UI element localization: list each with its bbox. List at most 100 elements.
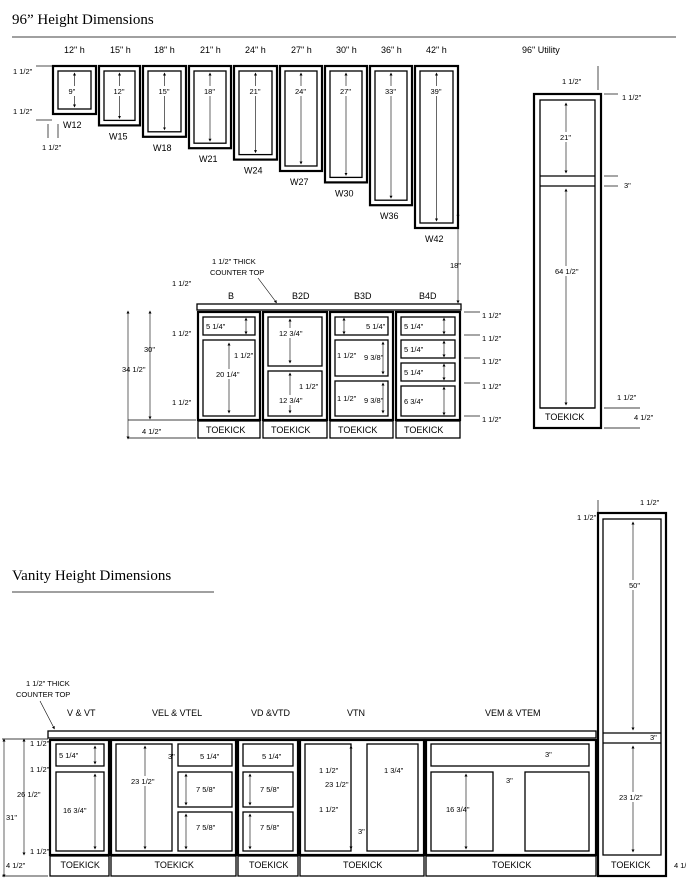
linen-label-bg xyxy=(628,580,644,590)
vd-d1 xyxy=(242,743,294,767)
b4d-dim: 6 3/4" xyxy=(404,397,424,406)
wall-label-bg xyxy=(428,86,445,96)
wall-label-bg xyxy=(293,86,309,96)
b2d-bottom-dim: 12 3/4" xyxy=(279,396,303,405)
wall-code: W42 xyxy=(425,234,444,244)
b-drawer-dim: 5 1/4" xyxy=(206,322,226,331)
utility-bottom-dim: 1 1/2" xyxy=(617,393,637,402)
vanity-label: VEL & VTEL xyxy=(152,708,202,718)
b-door-dim: 20 1/4" xyxy=(216,370,240,379)
base-counter-note-1: 1 1/2" THICK xyxy=(212,257,256,266)
wall-label-bg xyxy=(202,86,218,96)
vanity-toekick: TOEKICK xyxy=(343,860,382,870)
wall-top-dim: 1 1/2" xyxy=(13,67,33,76)
vanity-box xyxy=(236,738,300,857)
vanity-box xyxy=(109,738,238,857)
base-label: B2D xyxy=(292,291,310,301)
wall-height-label: 18" h xyxy=(154,45,175,55)
vanity-label: VEM & VTEM xyxy=(485,708,541,718)
wall-code: W12 xyxy=(63,120,82,130)
b3d-d2 xyxy=(334,339,389,377)
utility-inner xyxy=(539,99,596,409)
wall-side-dim: 1 1/2" xyxy=(42,143,62,152)
b3d-mid-dim: 9 3/8" xyxy=(364,353,384,362)
vanity-box xyxy=(48,738,111,857)
vanity-label: V & VT xyxy=(67,708,96,718)
vanity-overall-dim: 31" xyxy=(6,813,17,822)
utility-lower-dim: 64 1/2" xyxy=(555,267,579,276)
vanity-toe-dim: 4 1/2" xyxy=(6,861,26,870)
linen-upper-dim: 50" xyxy=(629,581,640,590)
wall-cabinet-outer xyxy=(232,64,279,161)
vanity-toekick-box xyxy=(425,855,597,877)
vel-label-bg xyxy=(129,776,157,786)
linen-side-dim: 1 1/2" xyxy=(577,513,597,522)
vel-left xyxy=(115,743,173,852)
wall-height-label: 21" h xyxy=(200,45,221,55)
vd-d1-dim: 5 1/4" xyxy=(262,752,282,761)
wall-cabinet-inner xyxy=(284,70,318,167)
base-label: B3D xyxy=(354,291,372,301)
wall-bottom-dim: 1 1/2" xyxy=(13,107,33,116)
base-counter-top xyxy=(196,303,462,311)
wall-code: W36 xyxy=(380,211,399,221)
base-label: B xyxy=(228,291,234,301)
b2d-rail-dim: 1 1/2" xyxy=(299,382,319,391)
base-counter-dim: 1 1/2" xyxy=(172,279,192,288)
vanity-box xyxy=(424,738,598,857)
b3d-rail-dim: 1 1/2" xyxy=(337,394,357,403)
b4d-drawer xyxy=(400,385,456,417)
vel-d3-dim: 7 5/8" xyxy=(196,823,216,832)
wall-code: W27 xyxy=(290,177,309,187)
wall-height-label: 12" h xyxy=(64,45,85,55)
linen-top-dim: 1 1/2" xyxy=(640,498,660,507)
base-box-dim: 30" xyxy=(144,345,155,354)
utility-upper-dim: 21" xyxy=(560,133,571,142)
b3d-top-dim: 5 1/4" xyxy=(366,322,386,331)
wall-label-bg xyxy=(383,86,399,96)
wall-height-label: 42" h xyxy=(426,45,447,55)
vtn-left xyxy=(304,743,352,852)
b4d-dim: 5 1/4" xyxy=(404,322,424,331)
vanity-counter-note-2: COUNTER TOP xyxy=(16,690,70,699)
wall-cabinet-inner xyxy=(147,70,182,133)
wall-inner-dim: 9" xyxy=(69,87,76,96)
linen-mid-dim: 3" xyxy=(650,733,657,742)
wall-inner-dim: 15" xyxy=(159,87,170,96)
wall-cabinet-outer xyxy=(368,64,414,207)
vanity-box-dim: 26 1/2" xyxy=(17,790,41,799)
b4d-dim: 5 1/4" xyxy=(404,345,424,354)
base-toekick-box xyxy=(197,420,261,439)
base-rail-dim-bot: 1 1/2" xyxy=(172,398,192,407)
base-right-dims: 1 1/2"1 1/2"1 1/2"1 1/2"1 1/2" xyxy=(464,311,502,424)
wall-cabinet-inner xyxy=(374,70,408,201)
vanity-counter-leader xyxy=(39,700,55,730)
b-door xyxy=(202,339,256,417)
b2d-top xyxy=(267,316,323,367)
base-toekick-box xyxy=(262,420,328,439)
base-toekick: TOEKICK xyxy=(271,425,310,435)
b3d-rail-dim: 1 1/2" xyxy=(337,351,357,360)
base-rail-dim-top: 1 1/2" xyxy=(172,329,192,338)
b4d-dim: 5 1/4" xyxy=(404,368,424,377)
wall-code: W21 xyxy=(199,154,218,164)
vel-d1 xyxy=(177,743,233,767)
b4d-drawer xyxy=(400,339,456,359)
base-toekick: TOEKICK xyxy=(404,425,443,435)
vtn-r2-dim: 1 1/2" xyxy=(319,805,339,814)
base-right-dim: 1 1/2" xyxy=(482,311,502,320)
utility-outer xyxy=(532,92,603,430)
vanity-toekick-box xyxy=(237,855,299,877)
wall-cabinet-inner xyxy=(193,70,227,144)
linen-outer xyxy=(596,511,668,878)
vanity-counter-top xyxy=(47,730,597,739)
v-drawer-dim: 5 1/4" xyxy=(59,751,79,760)
vel-d1-dim: 5 1/4" xyxy=(200,752,220,761)
vanity-toprail-dim: 1 1/2" xyxy=(30,739,50,748)
utility-label-bg xyxy=(554,266,580,276)
wall-label-bg xyxy=(338,86,354,96)
base-counter-note-2: COUNTER TOP xyxy=(210,268,264,277)
base-right-dim: 1 1/2" xyxy=(482,415,502,424)
